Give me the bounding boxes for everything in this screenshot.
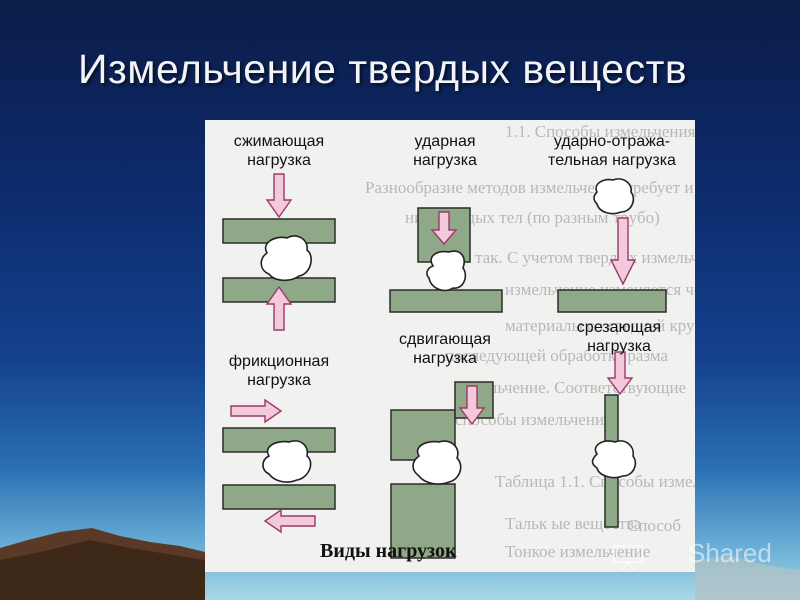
particle-impact: [426, 250, 467, 292]
figure-caption: Виды нагрузок: [320, 540, 457, 562]
label-cutting: срезающая нагрузка: [576, 319, 662, 355]
bg-line: способы измельчения: [455, 410, 612, 429]
bg-line: материалы со средней крупности: [505, 316, 695, 335]
bg-table-cell: Способ: [627, 516, 682, 535]
label-impact-reflective: ударно-отража- тельная нагрузка: [548, 133, 676, 169]
bg-line: так. С учетом твердых измельчаемых в: [475, 248, 695, 267]
reflective-arrow-down: [609, 217, 637, 286]
bg-line: Таблица 1.1. Способы измельчения: [495, 472, 695, 491]
watermark-text: Shared: [688, 538, 772, 568]
presentation-board-icon: [613, 545, 643, 570]
shear-arrow-down: [458, 385, 486, 426]
label-compressive: сжимающая нагрузка: [233, 133, 325, 169]
cutting-blade-lower: [604, 474, 619, 528]
compressive-arrow-up: [265, 285, 293, 331]
friction-bottom-plate: [222, 484, 336, 510]
impact-anvil: [389, 289, 503, 313]
reflective-plate: [557, 289, 667, 313]
label-friction: фрикционная нагрузка: [228, 353, 330, 389]
friction-arrow-left: [263, 508, 316, 534]
particle-reflective: [593, 178, 635, 215]
slide-title: Измельчение твердых веществ: [78, 46, 688, 92]
impact-arrow-down: [430, 211, 458, 246]
load-diagram: [222, 173, 667, 559]
particle-compressive: [260, 235, 312, 282]
cutting-arrow-down: [606, 351, 634, 396]
compressive-arrow-down: [265, 173, 293, 219]
load-types-figure: 1.1. Способы измельчения Разнообразие ме…: [205, 120, 695, 572]
particle-shear: [412, 440, 462, 485]
label-shear: сдвигающая нагрузка: [399, 331, 491, 367]
bg-heading: 1.1. Способы измельчения: [505, 122, 695, 141]
label-impact: ударная нагрузка: [413, 133, 477, 169]
bg-line: последующей обработке разма: [445, 346, 669, 365]
particle-friction: [262, 440, 312, 483]
shear-lower-block: [390, 483, 456, 559]
friction-arrow-right: [230, 398, 283, 424]
particle-cutting: [591, 440, 637, 479]
